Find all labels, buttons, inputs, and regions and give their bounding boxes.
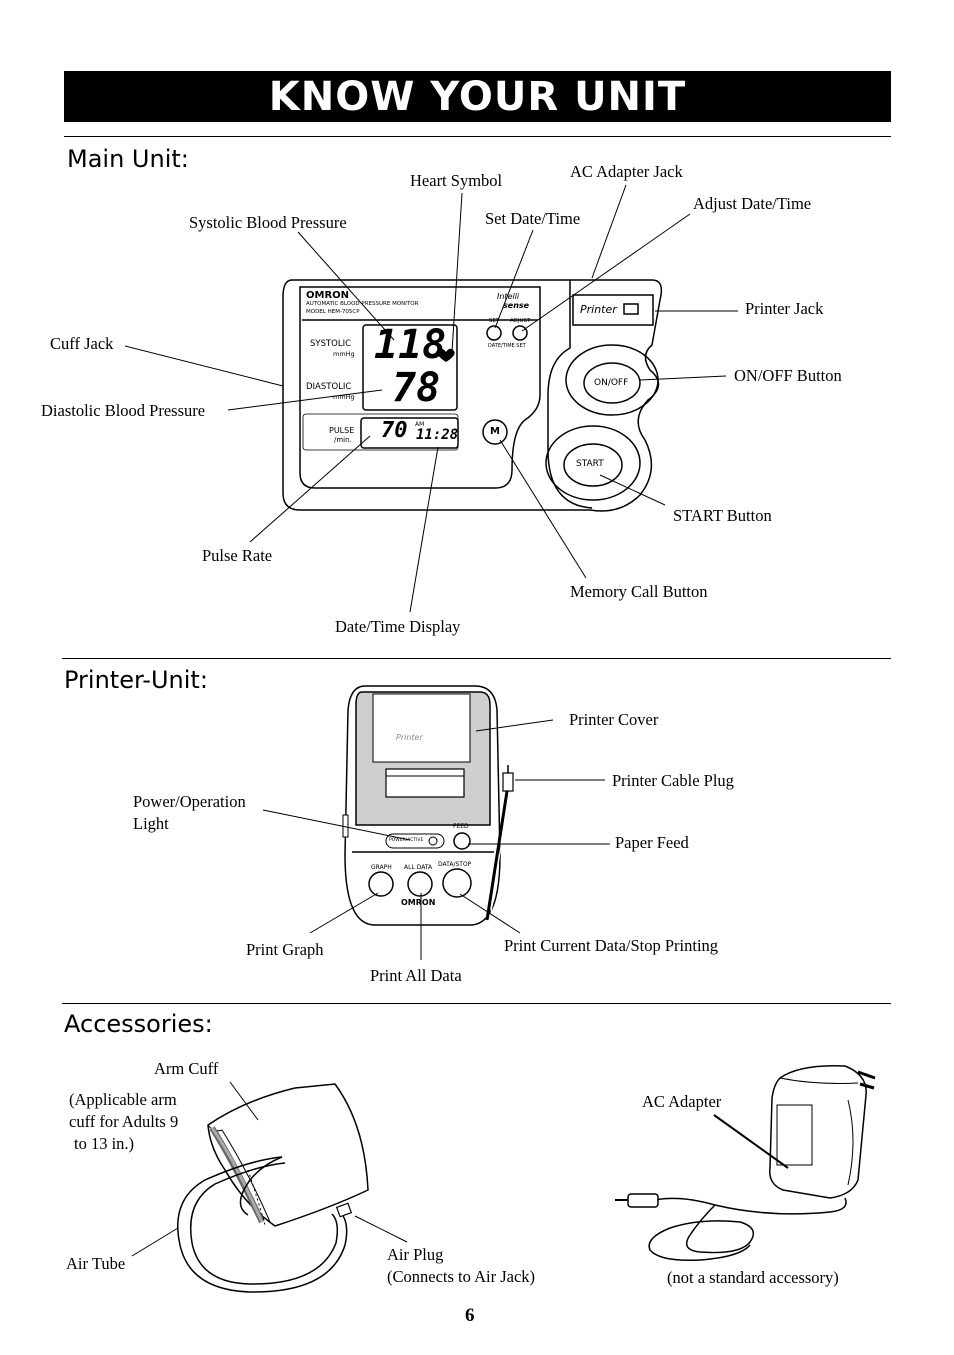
printer-jack-label: Printer: [580, 303, 617, 316]
label-adjust-date-time: Adjust Date/Time: [693, 194, 812, 213]
set-button-label: SET: [489, 318, 500, 324]
per-min-label: /min.: [334, 436, 352, 444]
label-on-off-button: ON/OFF Button: [734, 366, 842, 385]
page-title-bar: KNOW YOUR UNIT: [64, 71, 891, 122]
label-air-plug-1: Air Plug: [387, 1245, 444, 1264]
label-ac-adapter-jack: AC Adapter Jack: [570, 162, 683, 181]
label-printer-cover: Printer Cover: [569, 710, 659, 729]
systolic-unit-label: mmHg: [333, 350, 355, 358]
feed-button-label: FEED: [453, 823, 469, 830]
label-set-date-time: Set Date/Time: [485, 209, 581, 228]
label-systolic-blood-pressure: Systolic Blood Pressure: [189, 213, 347, 232]
label-arm-cuff: Arm Cuff: [154, 1059, 219, 1078]
diastolic-panel-label: DIASTOLIC: [306, 382, 352, 392]
label-cuff-note-2: cuff for Adults 9: [69, 1112, 179, 1131]
systolic-panel-label: SYSTOLIC: [310, 339, 352, 349]
graph-button-label: GRAPH: [371, 864, 392, 871]
start-button[interactable]: START: [576, 459, 604, 469]
systolic-reading: 118: [374, 322, 447, 368]
label-power-operation-light-1: Power/Operation: [133, 792, 246, 811]
divider-accessories: [62, 1003, 891, 1004]
label-cuff-note-3: to 13 in.): [74, 1134, 135, 1153]
label-memory-call-button: Memory Call Button: [570, 582, 708, 601]
label-pulse-rate: Pulse Rate: [202, 546, 273, 565]
all-data-button-label: ALL DATA: [404, 864, 433, 871]
am-indicator: AM: [415, 421, 425, 428]
device-brand-logo: OMRON: [306, 290, 350, 301]
label-air-tube: Air Tube: [66, 1254, 126, 1273]
diastolic-unit-label: mmHg: [333, 393, 355, 401]
label-cuff-jack: Cuff Jack: [50, 334, 114, 353]
label-ac-adapter: AC Adapter: [642, 1092, 722, 1111]
device-model-line2: MODEL HEM-705CP: [306, 309, 360, 315]
intellisense-logo-2: sense: [503, 301, 530, 310]
power-active-indicator: POWER/ACTIVE: [389, 838, 424, 843]
intellisense-logo-1: Intelli: [497, 292, 520, 301]
label-paper-feed: Paper Feed: [615, 833, 689, 852]
label-diastolic-blood-pressure: Diastolic Blood Pressure: [41, 401, 206, 420]
pulse-reading: 70: [381, 418, 408, 443]
date-time-set-label: DATE/TIME SET: [488, 343, 526, 349]
page-number: 6: [465, 1305, 475, 1326]
divider-top: [64, 136, 891, 137]
adjust-button-label: ADJUST: [510, 318, 531, 324]
label-print-graph: Print Graph: [246, 940, 324, 959]
device-model-line1: AUTOMATIC BLOOD PRESSURE MONITOR: [306, 301, 419, 307]
section-printer-unit: Printer-Unit:: [64, 666, 208, 694]
label-print-current-data: Print Current Data/Stop Printing: [504, 936, 719, 955]
label-printer-cable-plug: Printer Cable Plug: [612, 771, 734, 790]
printer-brand-logo: OMRON: [401, 898, 436, 907]
on-off-button[interactable]: ON/OFF: [594, 378, 629, 388]
divider-printer: [62, 658, 891, 659]
page-title: KNOW YOUR UNIT: [268, 73, 687, 120]
section-accessories: Accessories:: [64, 1010, 213, 1038]
diastolic-reading: 78: [392, 365, 441, 411]
label-print-all-data: Print All Data: [370, 966, 462, 985]
label-not-standard-accessory: (not a standard accessory): [667, 1268, 839, 1287]
data-stop-button-label: DATA/STOP: [438, 861, 472, 868]
label-heart-symbol: Heart Symbol: [410, 171, 503, 190]
time-reading: 11:28: [416, 427, 459, 443]
pulse-panel-label: PULSE: [329, 426, 355, 435]
label-start-button: START Button: [673, 506, 772, 525]
section-main-unit: Main Unit:: [67, 145, 189, 173]
memory-call-button[interactable]: M: [490, 426, 500, 437]
printer-cover-text: Printer: [396, 733, 423, 742]
label-power-operation-light-2: Light: [133, 814, 169, 833]
label-date-time-display: Date/Time Display: [335, 617, 461, 636]
label-cuff-note-1: (Applicable arm: [69, 1090, 177, 1109]
label-printer-jack: Printer Jack: [745, 299, 824, 318]
label-air-plug-2: (Connects to Air Jack): [387, 1267, 536, 1286]
